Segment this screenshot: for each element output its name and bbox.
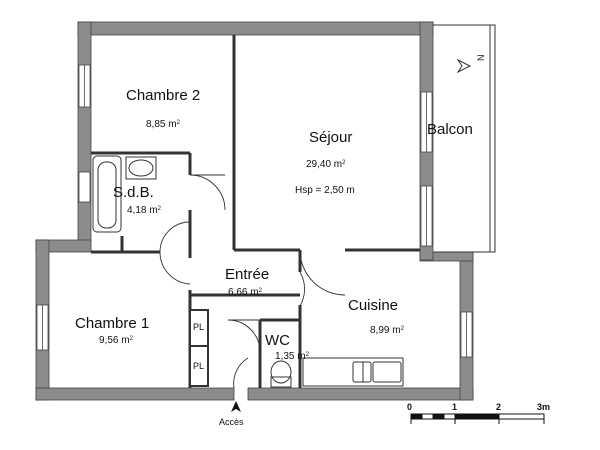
room-area-sejour: 29,40 m2 [306, 159, 346, 170]
windows [36, 64, 473, 358]
room-area-chambre2: 8,85 m2 [146, 119, 180, 130]
room-label-wc: WC [265, 332, 290, 349]
door-sdb [159, 221, 191, 253]
kitchen-sink-1 [352, 361, 372, 383]
fixtures [92, 155, 404, 388]
room-label-sejour: Séjour [309, 129, 353, 146]
wall-top [77, 21, 434, 36]
toilet-tank [270, 376, 292, 388]
door-entry [233, 357, 249, 389]
wall-left-upper [77, 21, 92, 243]
window-sdb-left [78, 171, 91, 203]
door-wc [227, 319, 261, 353]
door-chambre2 [189, 174, 226, 211]
access-arrow-icon [231, 401, 241, 412]
access-label: Accès [219, 417, 244, 427]
room-label-sdb: S.d.B. [113, 184, 154, 201]
door-chambre1 [159, 251, 191, 285]
bathtub [92, 155, 122, 233]
room-area-sdb: 4,18 m2 [127, 205, 161, 216]
room-label-cuisine: Cuisine [348, 297, 399, 314]
balcony [433, 24, 496, 253]
scale-bar [410, 413, 545, 424]
north-label: N [476, 54, 486, 62]
room-label-chambre1: Chambre 1 [75, 315, 150, 332]
closet-label-upper: PL [193, 322, 205, 332]
kitchen-sink-2 [372, 361, 402, 383]
room-ceiling-height: Hsp = 2,50 m [295, 185, 355, 196]
wall-bottom-right [247, 387, 474, 401]
toilet-bowl [270, 360, 292, 384]
doors [159, 174, 346, 389]
scale-tick-2: 2 [496, 402, 502, 412]
room-label-chambre2: Chambre 2 [126, 87, 201, 104]
scale-tick-0: 0 [407, 402, 413, 412]
room-label-balcon: Balcon [427, 121, 473, 138]
closet-label-lower: PL [193, 361, 205, 371]
sink-sdb [128, 159, 154, 177]
room-area-chambre1: 9,56 m2 [99, 335, 133, 346]
door-sejour [299, 249, 346, 296]
closet-lower [189, 345, 209, 387]
room-area-cuisine: 8,99 m2 [370, 325, 404, 336]
scale-tick-3: 3m [537, 402, 551, 412]
north-arrow-icon [456, 58, 472, 74]
door-cuisine [299, 271, 306, 307]
room-area-wc: 1,35 m2 [275, 351, 309, 362]
closets [189, 309, 209, 387]
wall-bottom-left [35, 387, 235, 401]
room-area-entree: 6,66 m2 [228, 287, 262, 298]
room-label-entree: Entrée [225, 266, 270, 283]
kitchen-counter [302, 357, 404, 387]
scale-tick-1: 1 [452, 402, 458, 412]
